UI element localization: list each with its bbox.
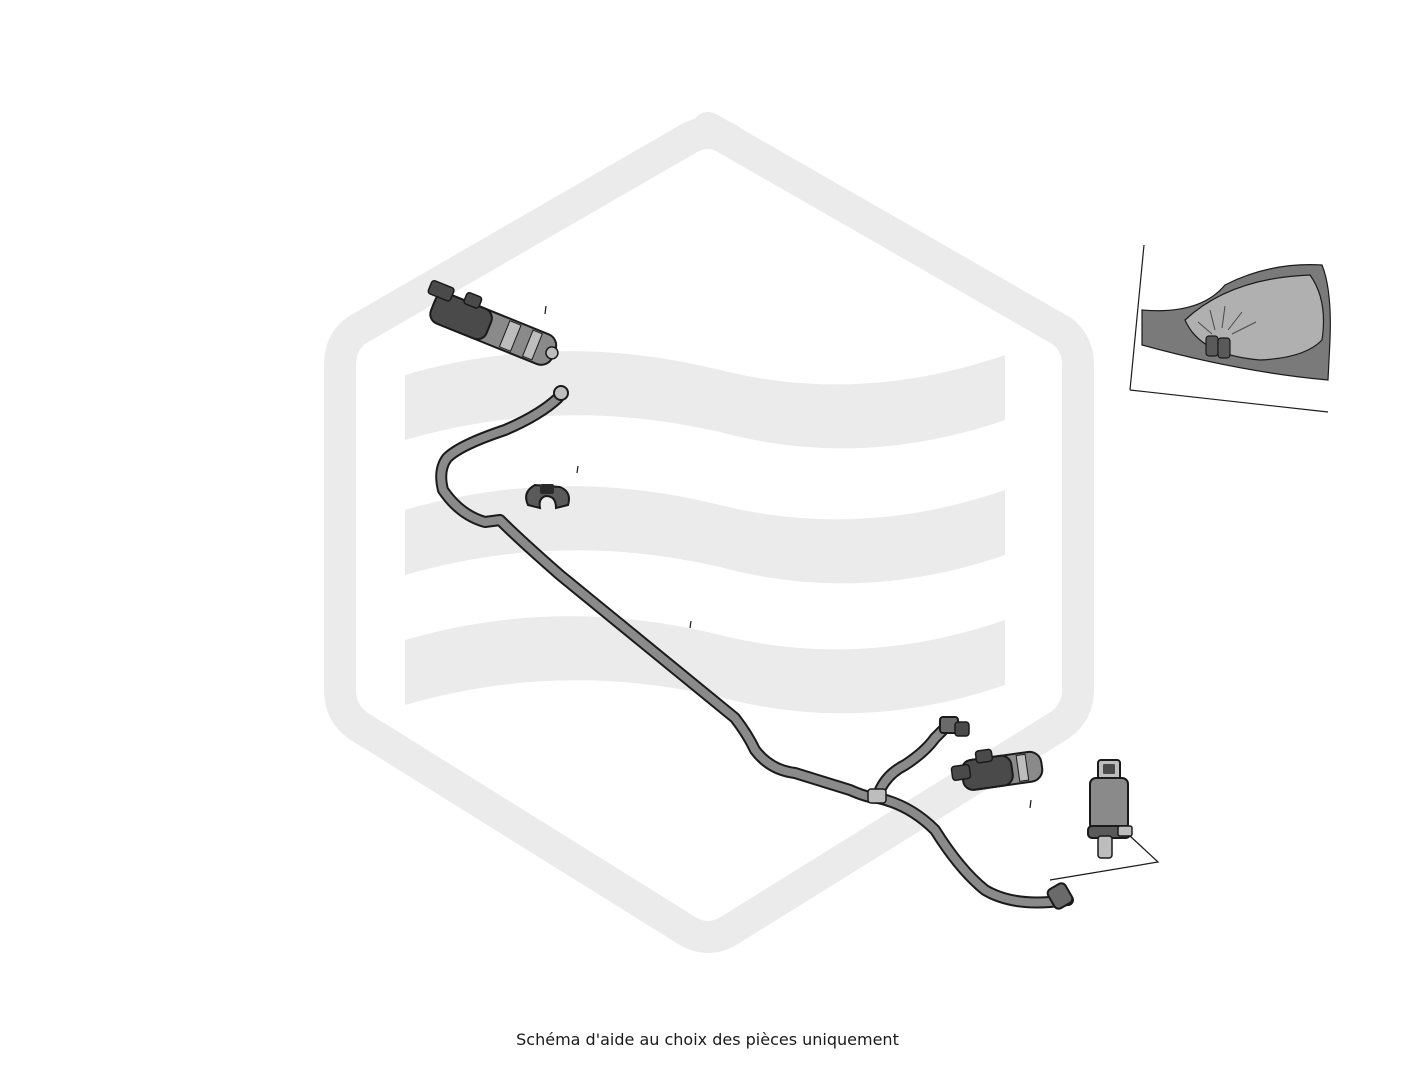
inset-washer-jets [1197, 305, 1257, 335]
right-washer-nozzle-cylinder [950, 748, 1044, 791]
left-washer-nozzle-cylinder [427, 280, 559, 366]
diagram-caption: Schéma d'aide au choix des pièces unique… [516, 1030, 899, 1049]
hose-clip [525, 483, 570, 510]
watermark-wave-3 [405, 616, 1005, 714]
leader-ticks [544, 305, 1032, 809]
headlamp-washer-location-inset [1129, 244, 1331, 413]
main-washer-hose [435, 392, 1074, 909]
brand-hexagon-watermark [324, 112, 1094, 953]
watermark-wave-1 [405, 351, 1005, 449]
hose-t-connector [867, 788, 887, 804]
washer-pump [1049, 759, 1160, 881]
watermark-wave-2 [405, 486, 1005, 584]
hose-end-connector [553, 385, 1074, 910]
